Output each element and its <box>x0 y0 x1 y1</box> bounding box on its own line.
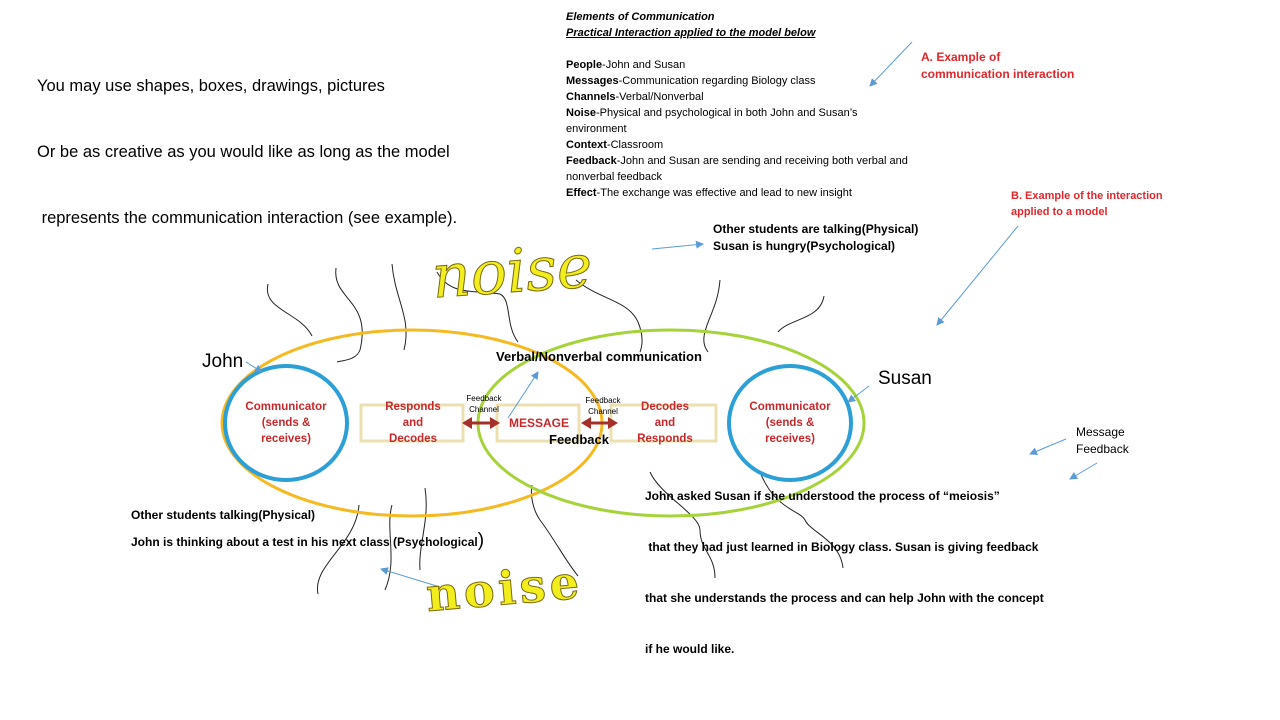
noise-line <box>266 283 313 337</box>
noise-top-notes: Other students are talking(Physical) Sus… <box>713 222 919 253</box>
pointer-arrow <box>507 371 539 419</box>
message-box <box>495 403 581 443</box>
responds-decodes-box <box>359 403 465 443</box>
elements-title: Elements of Communication <box>566 11 715 23</box>
intro-line-2: Or be as creative as you would like as l… <box>37 143 450 161</box>
decodes-responds-text: Decodes and Responds <box>637 401 693 445</box>
noise-line <box>335 267 363 363</box>
intro-line-3: represents the communication interaction… <box>37 209 458 227</box>
pointer-arrow <box>380 567 441 588</box>
elements-of-communication: Elements of Communication Practical Inte… <box>566 9 946 201</box>
noise-line <box>703 279 721 353</box>
element-item: People-John and Susan <box>566 59 686 71</box>
noise-word-bottom: noise <box>424 555 585 622</box>
elements-subtitle: Practical Interaction applied to the mod… <box>566 27 816 39</box>
john-label: John <box>202 351 244 372</box>
feedback-channel-right: Feedback Channel <box>585 396 621 416</box>
noise-line <box>777 295 825 333</box>
noise-line <box>759 471 844 569</box>
bottom-note-psychological: John is thinking about a test in his nex… <box>131 530 485 551</box>
noise-line <box>419 487 427 571</box>
feedback-label: Feedback <box>549 432 609 447</box>
noise-line <box>649 471 716 579</box>
element-item: Feedback-John and Susan are sending and … <box>566 155 908 183</box>
noise-line <box>384 504 393 591</box>
element-item: Context-Classroom <box>566 139 664 151</box>
intro-text: You may use shapes, boxes, drawings, pic… <box>37 31 457 251</box>
element-item: Effect-The exchange was effective and le… <box>566 187 852 199</box>
pointer-arrow <box>1029 438 1067 455</box>
john-asked-paragraph: John asked Susan if she understood the p… <box>645 489 1044 656</box>
bottom-note-physical: Other students talking(Physical) <box>131 508 316 522</box>
noise-word-top: noise <box>430 231 595 312</box>
label-a: A. Example of communication interaction <box>921 50 1075 81</box>
element-item: Noise-Physical and psychological in both… <box>566 107 858 135</box>
noise-line <box>436 271 519 343</box>
label-b: B. Example of the interaction applied to… <box>1011 190 1163 218</box>
responds-decodes-text: Responds and Decodes <box>385 401 441 445</box>
john-communicator-circle <box>223 364 349 482</box>
feedback-channel-left: Feedback Channel <box>466 394 502 414</box>
noise-line <box>391 263 407 351</box>
pointer-arrow <box>245 361 263 373</box>
susan-label: Susan <box>878 368 932 389</box>
intro-line-1: You may use shapes, boxes, drawings, pic… <box>37 77 385 95</box>
pointer-arrows <box>245 41 1098 588</box>
element-item: Messages-Communication regarding Biology… <box>566 75 816 87</box>
pointer-arrow <box>651 240 704 250</box>
noise-line <box>317 504 360 595</box>
noise-lines <box>266 263 844 595</box>
feedback-arrow-left <box>462 417 500 429</box>
communicator-left-text: Communicator (sends & receives) <box>245 401 327 445</box>
pointer-arrow <box>936 225 1019 326</box>
communicator-right-text: Communicator (sends & receives) <box>749 401 831 445</box>
noise-line <box>575 279 643 353</box>
susan-communicator-circle <box>727 364 853 482</box>
element-item: Channels-Verbal/Nonverbal <box>566 91 704 103</box>
pointer-arrow <box>869 41 913 87</box>
message-feedback-note: Message Feedback <box>1076 425 1129 456</box>
message-label: MESSAGE <box>508 416 569 430</box>
pointer-arrow <box>1069 462 1098 480</box>
verbal-nonverbal-label: Verbal/Nonverbal communication <box>496 349 702 364</box>
feedback-arrow-right <box>581 417 618 429</box>
pointer-arrow <box>847 385 870 403</box>
